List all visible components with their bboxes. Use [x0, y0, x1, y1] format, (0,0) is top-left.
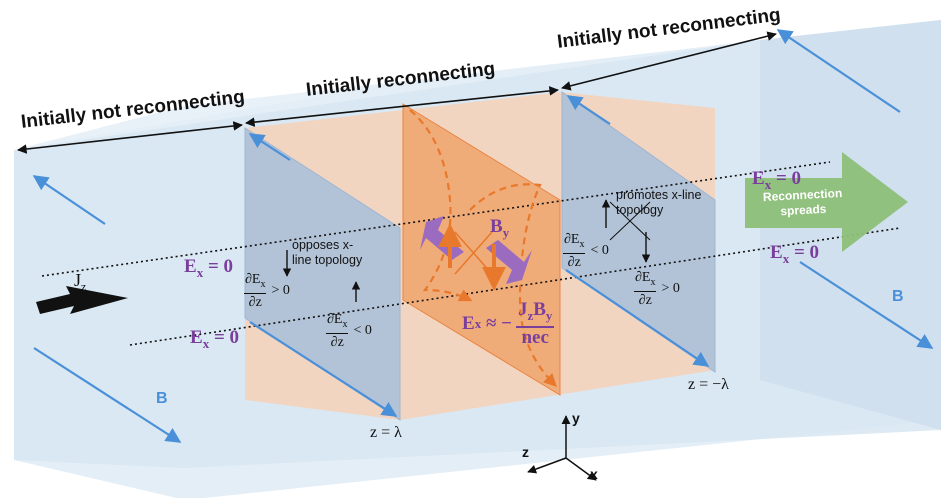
b-label-left: B: [156, 390, 168, 407]
deriv-right-lt: ∂Ex∂z < 0: [563, 232, 609, 270]
ex-zero-left-bottom: Ex = 0: [190, 327, 239, 352]
ohm-numerator: JzBy: [515, 300, 555, 328]
axis-x: [565, 457, 597, 481]
ohm-lhs-sub: x: [474, 315, 482, 331]
deriv-op: > 0: [661, 280, 680, 296]
z-label-plus: z = λ: [370, 424, 402, 441]
axis-label-x: x: [590, 466, 598, 482]
axis-z: [527, 457, 567, 474]
ex-rest: = 0: [203, 256, 234, 277]
deriv-left-gt: ∂Ex∂z > 0: [244, 272, 290, 310]
ex-rest: = 0: [209, 327, 240, 348]
field-arrow-plane1-top: [248, 133, 291, 161]
axis-label-y: y: [572, 410, 580, 426]
region-arrow-middle: [245, 86, 559, 127]
jz-label: Jz: [74, 270, 87, 294]
ex-rest: = 0: [771, 168, 802, 189]
deriv-den: ∂z: [248, 294, 262, 310]
z-label-minus: z = −λ: [688, 376, 729, 393]
field-arrow-right-bottom: [799, 261, 934, 349]
field-arrow-left-top: [32, 175, 106, 225]
note-promotes: promotes x-line topology: [616, 188, 702, 217]
deriv-right-gt: ∂Ex∂z > 0: [634, 270, 680, 308]
ex-base: E: [184, 256, 197, 277]
deriv-num: ∂Ex: [634, 270, 657, 292]
ex-base: E: [190, 327, 203, 348]
ohm-lhs: E: [462, 312, 475, 334]
spreads-label: Reconnection spreads: [757, 186, 848, 221]
ex-sub: x: [764, 176, 772, 192]
ex-zero-right-top: Ex = 0: [752, 168, 801, 193]
ex-base: E: [752, 168, 765, 189]
region-arrow-right: [561, 31, 777, 91]
deriv-den: ∂z: [638, 292, 652, 308]
b-label-right: B: [892, 288, 904, 305]
jz-arrow: [36, 286, 128, 314]
x-mark-b: [609, 201, 651, 241]
deriv-op: < 0: [353, 322, 372, 338]
deriv-den: ∂z: [567, 254, 581, 270]
ex-sub: x: [202, 335, 210, 351]
ohm-denominator: nec: [521, 326, 549, 348]
deriv-den: ∂z: [330, 334, 344, 350]
field-arrow-left-bottom: [33, 347, 182, 443]
ex-sub: x: [196, 264, 204, 280]
ex-zero-right-bottom: Ex = 0: [770, 242, 819, 267]
field-arrow-plane3-top: [566, 95, 611, 125]
purple-arrow-down: [486, 240, 532, 284]
region-arrow-left: [17, 121, 243, 154]
ohm-approx: ≈ −: [485, 312, 512, 334]
note-opposes: opposes x-line topology: [292, 238, 363, 267]
deriv-op: < 0: [590, 242, 609, 258]
deriv-left-lt: ∂Ex∂z < 0: [326, 312, 372, 350]
plane-z-plus: [244, 127, 401, 421]
deriv-num: ∂Ex: [326, 312, 349, 334]
spreads-arrow: [745, 152, 908, 252]
axis-label-z: z: [522, 444, 529, 460]
ex-base: E: [770, 242, 783, 263]
ex-rest: = 0: [789, 242, 820, 263]
deriv-num: ∂Ex: [563, 232, 586, 254]
x-line-cross-b: [454, 231, 493, 275]
ex-sub: x: [782, 250, 790, 266]
plane-z-minus: [561, 91, 716, 373]
ex-zero-left-top: Ex = 0: [184, 256, 233, 281]
deriv-op: > 0: [271, 282, 290, 298]
field-arrow-right-top: [776, 29, 901, 113]
by-label: By: [490, 216, 510, 240]
field-arrow-plane1-bottom: [249, 321, 398, 417]
field-arrow-plane3-bottom: [565, 269, 710, 367]
deriv-num: ∂Ex: [244, 272, 267, 294]
reconnected-field-line-right: [469, 183, 557, 387]
